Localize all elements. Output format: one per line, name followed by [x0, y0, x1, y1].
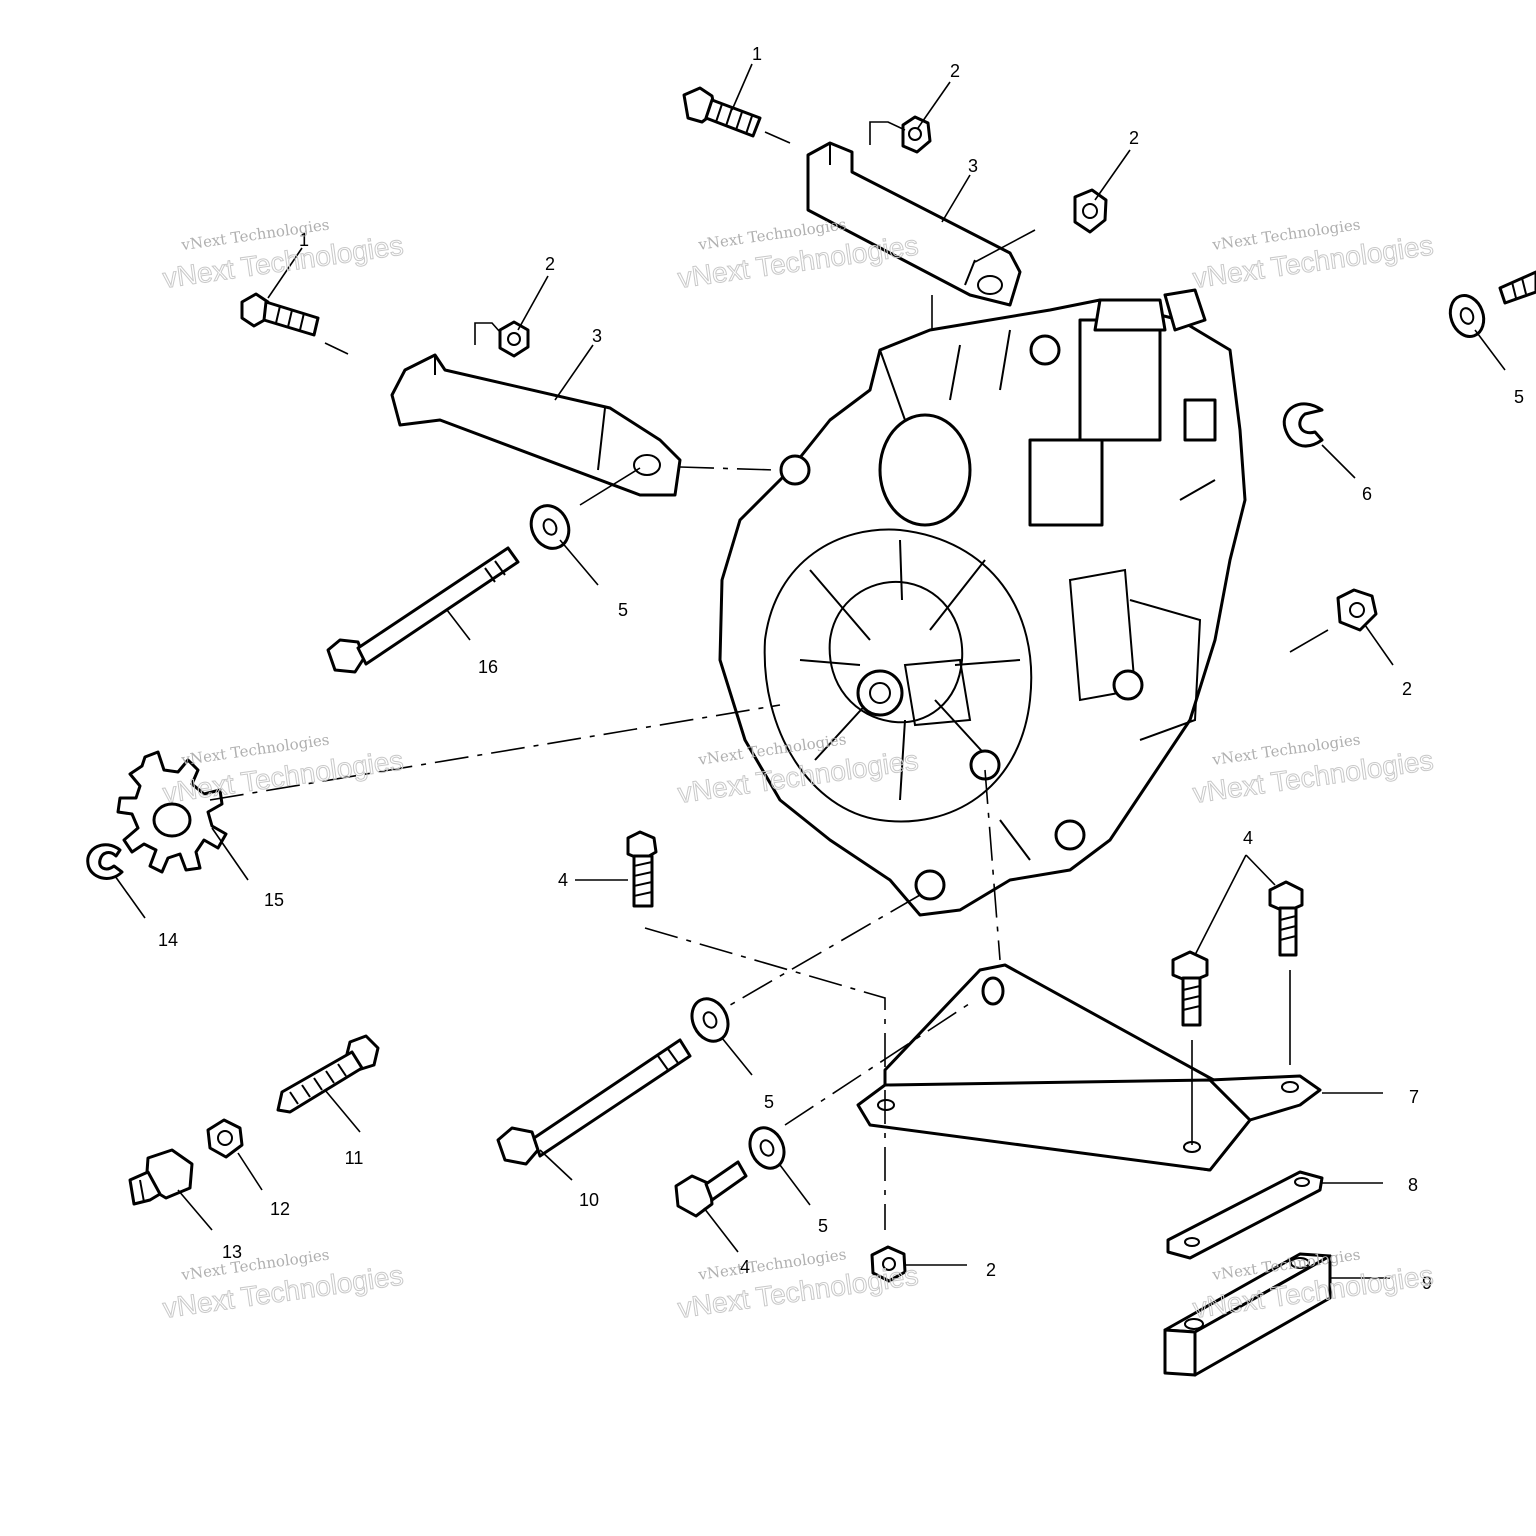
washer-part-5-left	[529, 504, 571, 550]
washer-part-5-right	[1448, 294, 1486, 338]
callout-1-top: 1	[752, 44, 762, 64]
sprocket-part-15	[116, 750, 228, 874]
callout-2-left: 2	[545, 254, 555, 274]
bracket-part-3-top	[806, 141, 1022, 307]
nut-part-2-right	[1336, 588, 1378, 632]
callout-16: 16	[478, 657, 498, 677]
callout-5-lower-b: 5	[818, 1216, 828, 1236]
mount-bracket-part-7	[856, 963, 1322, 1172]
callout-2-right: 2	[1402, 679, 1412, 699]
watermark-mid-left: vNext Technologies vNext Technologies	[160, 731, 405, 810]
block-part-9	[1163, 1252, 1332, 1377]
nut-part-2-upper-right	[1073, 188, 1108, 234]
bolt-part-11	[276, 1034, 380, 1114]
clip-part-14	[86, 843, 124, 880]
bolt-part-10	[496, 1038, 692, 1166]
watermark-bottom-left: vNext Technologies vNext Technologies	[160, 1246, 405, 1325]
bolt-part-1-left	[240, 292, 320, 337]
watermark-bottom-right: vNext Technologies vNext Technologies	[1190, 1245, 1435, 1324]
callout-2-upper-right: 2	[1129, 128, 1139, 148]
callout-13: 13	[222, 1242, 242, 1262]
callout-4-lower: 4	[740, 1257, 750, 1277]
nut-part-2-bottom	[870, 1245, 907, 1283]
callout-10: 10	[579, 1190, 599, 1210]
nut-part-2-left	[498, 320, 530, 358]
nut-part-12	[206, 1118, 244, 1159]
bolt-part-16	[326, 546, 520, 674]
callout-6: 6	[1362, 484, 1372, 504]
callout-4-right: 4	[1243, 828, 1253, 848]
watermark-top-right: vNext Technologies vNext Technologies	[1190, 215, 1435, 294]
washer-part-5-lower-b	[748, 1126, 786, 1170]
callout-14: 14	[158, 930, 178, 950]
callout-5-right: 5	[1514, 387, 1524, 407]
bracket-part-3-left	[390, 353, 682, 497]
callout-7: 7	[1409, 1087, 1419, 1107]
bolt-part-4-lower	[674, 1160, 748, 1218]
watermark-mid-right: vNext Technologies vNext Technologies	[1190, 730, 1435, 809]
callout-3-left: 3	[592, 326, 602, 346]
callout-3-top: 3	[968, 156, 978, 176]
bolt-part-1-top	[682, 86, 762, 138]
callout-12: 12	[270, 1199, 290, 1219]
clip-part-6	[1282, 402, 1324, 448]
bolt-part-4-middle	[626, 830, 658, 908]
bolt-part-4-right-a	[1171, 950, 1209, 1027]
plate-part-8	[1166, 1170, 1324, 1260]
transmission-housing	[718, 288, 1247, 917]
callout-5-lower-a: 5	[764, 1092, 774, 1112]
callout-5-left: 5	[618, 600, 628, 620]
callout-15: 15	[264, 890, 284, 910]
callout-2-bottom: 2	[986, 1260, 996, 1280]
bolt-part-right-edge	[1498, 270, 1536, 305]
nut-part-2-top	[901, 115, 932, 154]
plug-part-13	[128, 1148, 194, 1206]
watermark-top-left: vNext Technologies vNext Technologies	[160, 216, 405, 295]
bolt-part-4-right-b	[1268, 880, 1304, 957]
callout-1-left: 1	[299, 230, 309, 250]
callout-9: 9	[1422, 1273, 1432, 1293]
callout-4-middle: 4	[558, 870, 568, 890]
callout-8: 8	[1408, 1175, 1418, 1195]
callout-2-top: 2	[950, 61, 960, 81]
washer-part-5-lower-a	[690, 997, 730, 1043]
callout-11: 11	[345, 1148, 364, 1168]
